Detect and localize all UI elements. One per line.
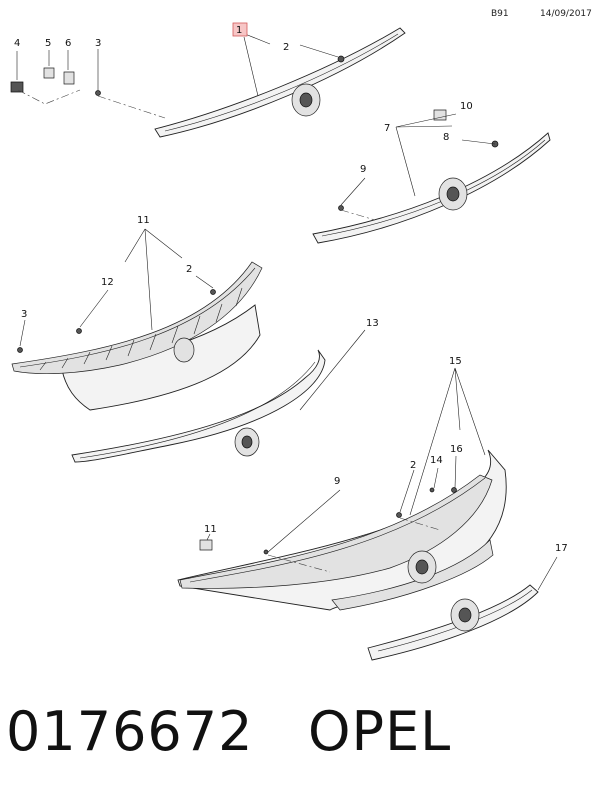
trim-strip-middle	[71, 349, 326, 463]
callout-11-low: 11	[204, 524, 217, 535]
callout-3-top: 3	[95, 38, 101, 49]
tailgate-assembly	[177, 449, 507, 611]
trim-strip-top	[154, 27, 406, 138]
callout-2-mid: 2	[186, 264, 192, 275]
callout-15: 15	[449, 356, 462, 367]
part-footer: 0176672 OPEL	[6, 700, 451, 763]
callout-10: 10	[460, 101, 473, 112]
callout-2-top: 2	[283, 42, 289, 53]
callout-7: 7	[384, 123, 390, 134]
callout-11-mid: 11	[137, 215, 150, 226]
diagram-date: 14/09/2017	[540, 9, 592, 19]
highlight-box	[232, 22, 248, 37]
callout-9-mid: 9	[360, 164, 366, 175]
callout-9-low: 9	[334, 476, 340, 487]
callout-6-top: 6	[65, 38, 71, 49]
callout-1-top: 1	[236, 25, 242, 36]
parts-diagram: 1 2 3 4 5 6 7 8 9 10 11 12 2 3 13 15 9 2…	[10, 22, 568, 661]
callout-17: 17	[555, 543, 568, 554]
callout-13: 13	[366, 318, 379, 329]
diagram-code: B91	[491, 9, 509, 19]
backing-frame	[11, 261, 263, 411]
callout-8: 8	[443, 132, 449, 143]
part-number: 0176672	[6, 700, 254, 763]
fasteners-top-left	[10, 67, 101, 96]
brand-name: OPEL	[308, 700, 452, 763]
callout-3-mid: 3	[21, 309, 27, 320]
callout-4-top: 4	[14, 38, 20, 49]
callout-12: 12	[101, 277, 114, 288]
callout-14: 14	[430, 455, 443, 466]
callout-16: 16	[450, 444, 463, 455]
callout-5-top: 5	[45, 38, 51, 49]
trim-strip-right	[312, 109, 551, 244]
trim-strip-bottom	[367, 584, 539, 661]
callout-2-low: 2	[410, 460, 416, 471]
